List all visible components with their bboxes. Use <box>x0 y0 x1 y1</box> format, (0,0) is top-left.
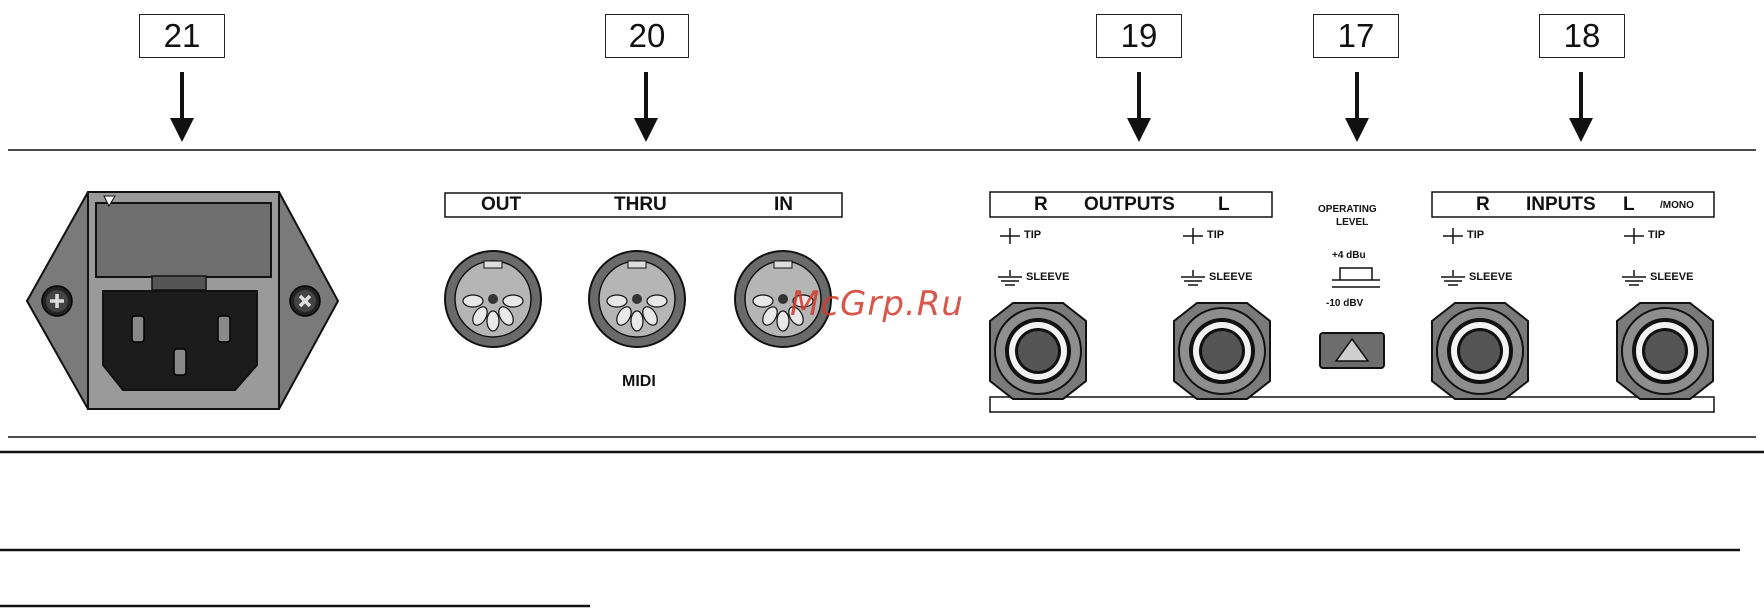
inputs-title: INPUTS <box>1526 194 1596 216</box>
operating-level-low: -10 dBV <box>1326 298 1363 309</box>
fuse-drawer <box>96 203 271 277</box>
tip-symbol-in-l <box>1624 228 1644 244</box>
operating-level-switch <box>1320 268 1384 368</box>
switch-symbol-icon <box>1332 268 1380 287</box>
arrow-19-head <box>1127 118 1151 142</box>
callout-arrows <box>170 72 1593 142</box>
midi-out-label: OUT <box>481 194 521 216</box>
tip-label-out-r: TIP <box>1024 229 1041 241</box>
tip-symbol-out-l <box>1183 228 1203 244</box>
operating-level-high: +4 dBu <box>1332 250 1366 261</box>
tip-label-in-r: TIP <box>1467 229 1484 241</box>
ground-symbol-in-r <box>1441 270 1465 285</box>
midi-in-label: IN <box>774 194 793 216</box>
midi-connectors <box>445 251 831 347</box>
sleeve-label-out-r: SLEEVE <box>1026 271 1069 283</box>
operating-level-title-2: LEVEL <box>1336 217 1368 228</box>
inputs-r-label: R <box>1476 194 1490 216</box>
left-screw-icon <box>42 286 72 316</box>
tip-symbol-in-r <box>1443 228 1463 244</box>
arrow-17-head <box>1345 118 1369 142</box>
midi-thru-connector <box>589 251 685 347</box>
ground-symbol-out-r <box>998 270 1022 285</box>
right-screw-icon <box>290 286 320 316</box>
ground-symbol-in-l <box>1622 270 1646 285</box>
midi-caption: MIDI <box>622 373 656 391</box>
input-l-jack <box>1617 303 1713 399</box>
outputs-l-label: L <box>1218 194 1230 216</box>
tip-symbol-out-r <box>1000 228 1020 244</box>
tip-label-in-l: TIP <box>1648 229 1665 241</box>
arrow-20-head <box>634 118 658 142</box>
arrow-21-head <box>170 118 194 142</box>
sleeve-label-out-l: SLEEVE <box>1209 271 1252 283</box>
watermark: McGrp.Ru <box>790 284 964 324</box>
midi-out-connector <box>445 251 541 347</box>
operating-level-title-1: OPERATING <box>1318 204 1377 215</box>
arrow-18-head <box>1569 118 1593 142</box>
tip-sleeve-symbols <box>998 228 1646 285</box>
midi-thru-label: THRU <box>614 194 667 216</box>
inputs-l-label: L <box>1623 194 1635 216</box>
power-inlet <box>27 192 338 409</box>
sleeve-label-in-l: SLEEVE <box>1650 271 1693 283</box>
input-r-jack <box>1432 303 1528 399</box>
ground-symbol-out-l <box>1181 270 1205 285</box>
inputs-mono-label: /MONO <box>1660 200 1694 211</box>
tip-label-out-l: TIP <box>1207 229 1224 241</box>
sleeve-label-in-r: SLEEVE <box>1469 271 1512 283</box>
outputs-r-label: R <box>1034 194 1048 216</box>
output-l-jack <box>1174 303 1270 399</box>
outputs-title: OUTPUTS <box>1084 194 1175 216</box>
output-r-jack <box>990 303 1086 399</box>
